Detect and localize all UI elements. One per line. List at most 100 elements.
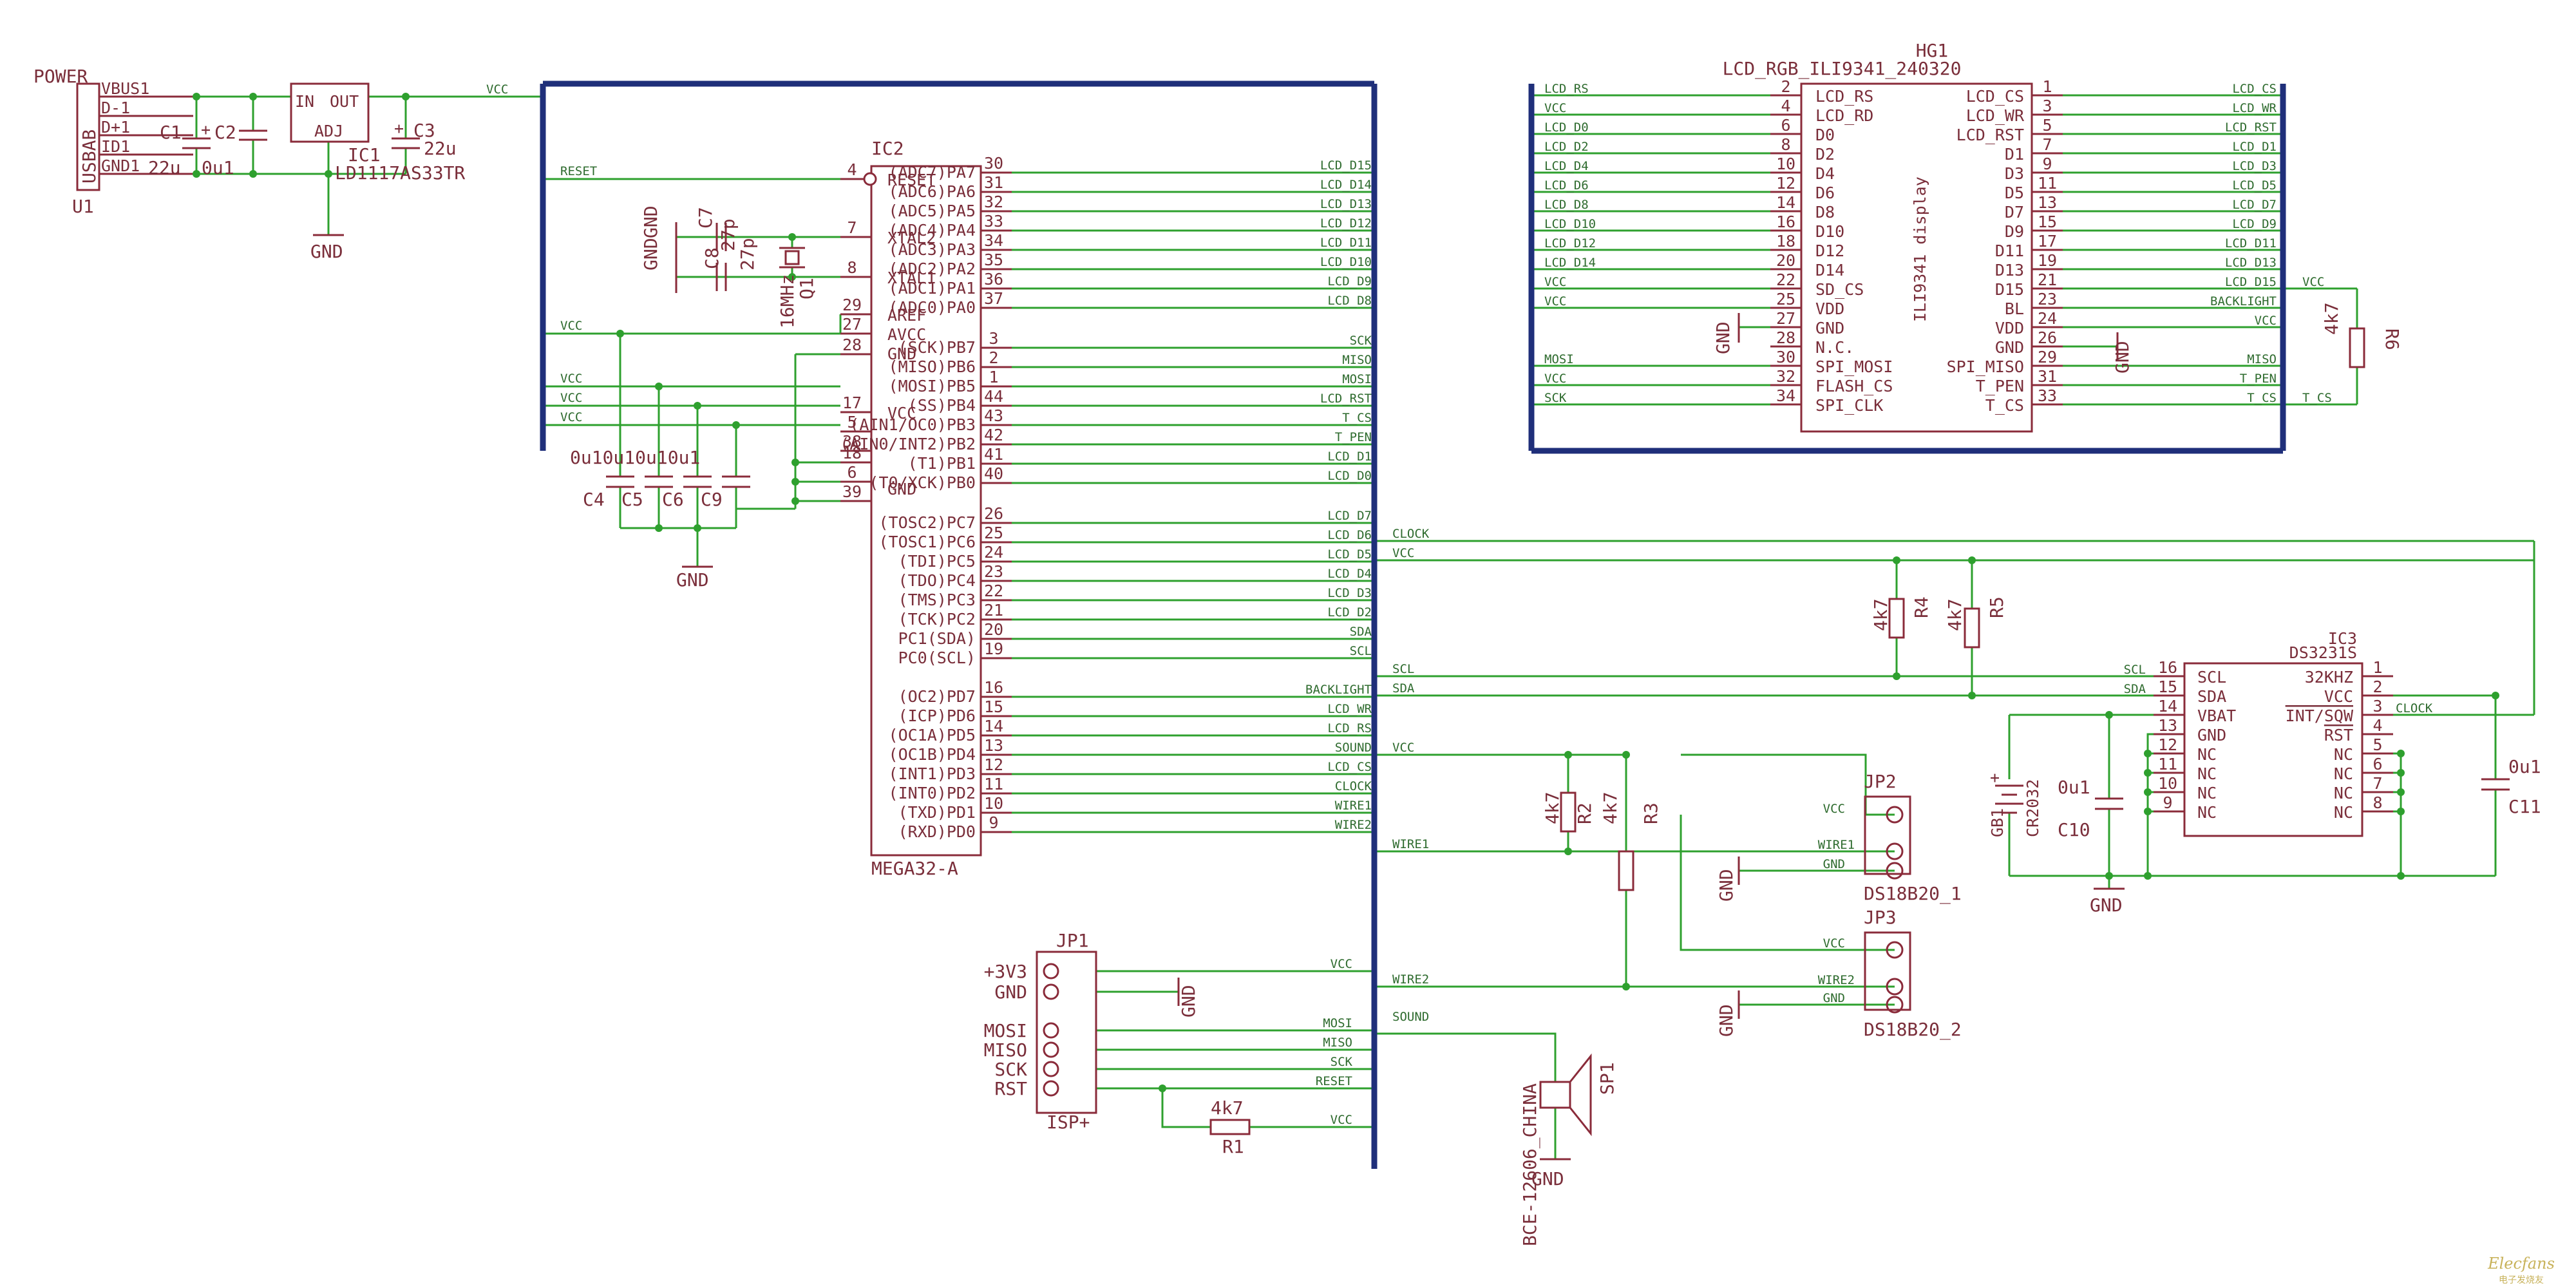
jp1-pin-label: +3V3 [984,961,1027,982]
net-vcc-avcc: VCC [560,319,582,333]
rtc-clock-net: CLOCK [2396,701,2433,715]
lcd-left-num: 32 [1776,367,1795,386]
rtc-left-name: NC [2197,745,2217,764]
lcd-left-num: 12 [1776,174,1795,193]
junction-dot [249,170,257,178]
lcd-right-num: 3 [2042,97,2052,115]
junction-dot [2105,872,2113,880]
lcd-left-net: VCC [1544,101,1566,115]
junction-dot [2397,872,2405,880]
mcu-right-pin-name: (T0/XCK)PB0 [869,473,976,492]
lcd-right-name: LCD_RST [1956,126,2024,144]
mcu-right-net: LCD_CS [1327,760,1372,774]
mcu-right-pin-name: (ADC6)PA6 [889,182,976,201]
mcu-pin-avcc: AVCC [887,325,926,344]
lcd-right-net: T_CS [2247,391,2277,405]
mcu-left-pin-num: 17 [842,393,862,412]
rtc-right-name: VCC [2324,687,2353,706]
c7-ref: C7 [695,207,716,229]
lcd-right-net: LCD_D9 [2232,217,2277,231]
junction-dot [1564,848,1572,855]
bus-net-label: CLOCK [1392,527,1430,541]
wire [1681,753,1895,816]
c8-val: 27p [737,238,758,270]
lcd-left-name: GND [1815,319,1844,337]
jp1-pin [1043,1061,1059,1077]
lcd-left-num: 8 [1781,135,1790,154]
jp3-ref: JP3 [1864,907,1897,928]
jp1-pin [1043,1080,1059,1097]
lcd-left-name: LCD_RS [1815,87,1873,106]
c11-val: 0u1 [2508,756,2541,777]
lcd-left-name: SD_CS [1815,280,1864,299]
jp1-net-reset: RESET [1316,1074,1352,1088]
mcu-right-pin-name: (OC1A)PD5 [889,726,976,744]
lcd-left-net: LCD_RS [1544,82,1589,96]
mcu-pin-reset: RESET [887,171,936,189]
mcu-right-pin-num: 30 [984,154,1003,173]
mcu-right-net: LCD_D9 [1327,274,1372,289]
jp3-net-wire2: WIRE2 [1818,973,1855,987]
lcd-right-name: D11 [1995,242,2024,260]
watermark-line1: Elecfans [2487,1255,2555,1273]
speaker-ref: SP1 [1596,1062,1618,1095]
jp2-net-wire1: WIRE1 [1818,838,1855,852]
jp2-part: DS18B20_1 [1864,883,1962,905]
mcu-right-pin-num: 2 [989,348,998,367]
junction-dot [2144,872,2152,880]
lcd-right-name: T_PEN [1976,377,2024,395]
mcu-left-pin-num: 5 [847,413,857,431]
jp2-pin [1886,842,1904,860]
mcu-pin-aref: AREF [887,306,926,325]
watermark-logo: Elecfans 电子发烧友 [2487,1255,2555,1285]
mcu-right-net: T_PEN [1335,430,1372,444]
mcu-right-net: LCD_RST [1320,392,1372,406]
mcu-right-pin-name: (ADC5)PA5 [889,202,976,220]
lcd-left-name: FLASH_CS [1815,377,1893,395]
jp1-pin-label: GND [994,981,1027,1003]
junction-dot [1159,1084,1166,1092]
mcu-right-net: LCD_D8 [1327,294,1372,308]
junction-dot [1622,983,1630,990]
mcu-ref: IC2 [871,138,904,159]
c1-plus: + [201,120,211,139]
jp1-pin [1043,1041,1059,1058]
lcd-right-name: SPI_MISO [1947,357,2024,376]
bus-net-label: WIRE2 [1392,972,1429,987]
c3-ref: C3 [413,120,435,141]
rtc-left-num: 16 [2158,658,2177,677]
usb-pin-4: GND1 [101,156,140,175]
mcu-right-net: T_CS [1342,411,1372,425]
mcu-right-pin-name: (INT1)PD3 [889,764,976,783]
mcu-right-pin-name: (INT0)PD2 [889,784,976,802]
rtc-right-name: INT/SQW [2286,706,2354,725]
mcu-right-net: LCD_D6 [1327,528,1372,542]
mcu-left-pin-num: 8 [847,258,857,277]
r1-net-vcc: VCC [1331,1113,1352,1127]
junction-dot [402,93,410,100]
net-vcc38: VCC [560,410,582,424]
r6-val: 4k7 [2321,302,2342,335]
rtc-left-num: 11 [2158,755,2177,773]
junction-dot [1893,556,1900,564]
jp1-body [1036,951,1097,1114]
mcu-right-pin-num: 41 [984,445,1003,464]
jp2-body [1864,795,1911,875]
r3-val: 4k7 [1600,791,1621,824]
mcu-right-pin-name: (TXD)PD1 [898,803,976,822]
lcd-left-name: SPI_MOSI [1815,357,1893,376]
jp3-gnd: GND [1716,1004,1737,1037]
mcu-right-pin-name: (OC2)PD7 [898,687,976,706]
lcd-left-net: LCD_D4 [1544,159,1589,173]
junction-dot [1893,672,1900,680]
mcu-right-pin-name: (ADC7)PA7 [889,163,976,182]
lcd-right-name: VDD [1995,319,2024,337]
mcu-right-pin-name: (TOSC2)PC7 [878,513,976,532]
rtc-right-num: 6 [2372,755,2382,773]
mcu-right-pin-num: 11 [984,775,1003,793]
lcd-left-name: D14 [1815,261,1844,279]
jp3-body [1864,931,1911,1011]
mcu-right-net: LCD_D4 [1327,567,1372,581]
mcu-right-pin-name: (MISO)PB6 [889,357,976,376]
junction-dot [1564,751,1572,759]
